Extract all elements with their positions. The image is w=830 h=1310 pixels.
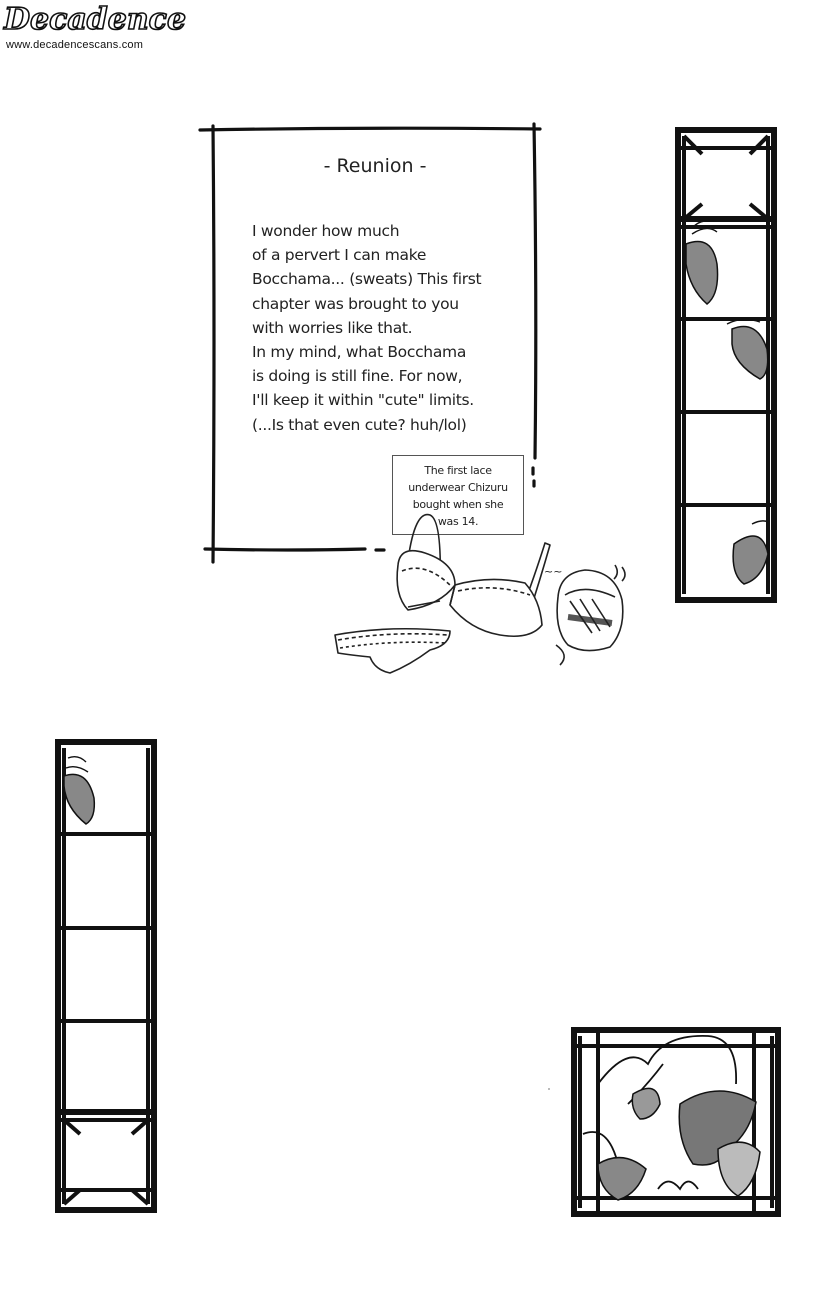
note-line: (...Is that even cute? huh/lol) — [252, 415, 467, 434]
note-line: I wonder how much — [252, 222, 400, 240]
ink-speck — [548, 1088, 550, 1090]
watermark-logo: Decadence www.decadencescans.com — [2, 0, 187, 56]
note-line: Bocchama... (sweats) This first — [252, 270, 482, 289]
watermark-title: Decadence — [3, 1, 187, 38]
note-line: In my mind, what Bocchama — [252, 343, 467, 362]
sweat-marks: ~~ — [544, 565, 562, 578]
window-right-tall — [675, 127, 777, 603]
caption-line: The first lace — [424, 464, 492, 477]
note-line: is doing is still fine. For now, — [252, 367, 463, 386]
note-line: chapter was brought to you — [252, 294, 459, 313]
caption-text: The first lace underwear Chizuru bought … — [394, 462, 522, 530]
caption-line: bought when she — [412, 498, 504, 511]
caption-line: underwear Chizuru — [408, 481, 508, 494]
watermark-url: www.decadencescans.com — [6, 39, 144, 51]
note-title: - Reunion - — [323, 155, 427, 177]
note-body: I wonder how much of a pervert I can mak… — [252, 219, 532, 437]
caption-line: was 14. — [437, 515, 479, 528]
note-line: with worries like that. — [252, 318, 413, 337]
window-bottom-square — [571, 1027, 781, 1217]
note-line: of a pervert I can make — [252, 246, 427, 265]
caption-box — [392, 455, 524, 535]
window-left-tall — [55, 739, 157, 1213]
note-line: I'll keep it within "cute" limits. — [252, 391, 474, 410]
lingerie-illustration: ~~ — [334, 513, 626, 674]
